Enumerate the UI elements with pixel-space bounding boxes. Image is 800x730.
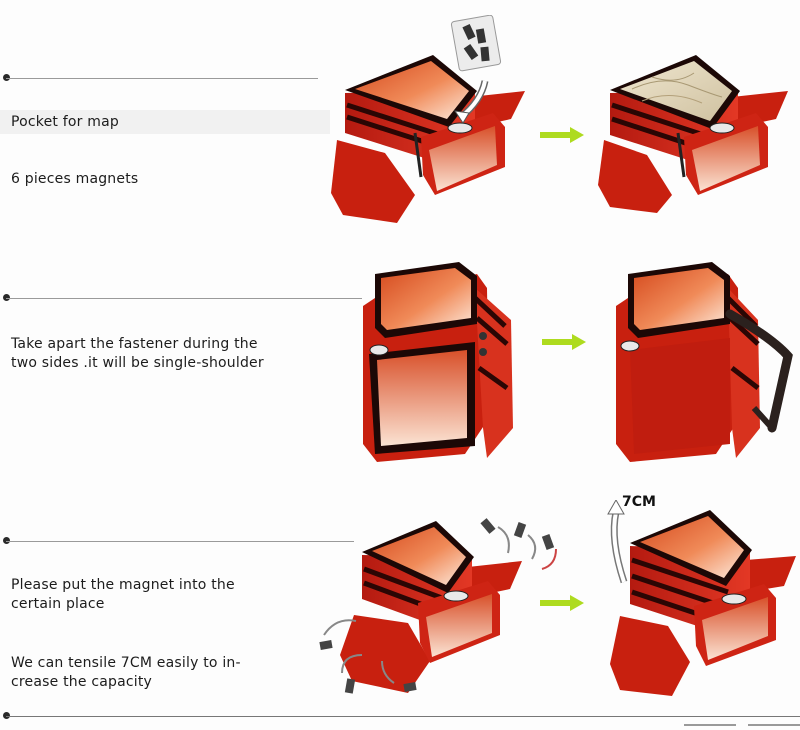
page-tab-right xyxy=(748,724,800,726)
label-7cm: 7CM xyxy=(622,494,656,510)
caption-magnets: 6 pieces magnets xyxy=(11,171,139,187)
bottom-marker xyxy=(3,712,10,719)
section-3-rule xyxy=(6,541,354,542)
section-1-marker xyxy=(3,74,10,81)
green-arrow-3-icon xyxy=(540,595,584,611)
bottom-rule xyxy=(6,716,800,717)
caption-pocket-for-map: Pocket for map xyxy=(11,114,119,130)
backpack-front-illustration xyxy=(363,262,513,462)
map-pocket-bag-illustration xyxy=(331,15,525,223)
single-shoulder-bag-illustration xyxy=(616,262,793,462)
section-2-marker xyxy=(3,294,10,301)
expanded-bag-illustration xyxy=(607,500,796,696)
caption-single-shoulder: Take apart the fastener during the two s… xyxy=(11,336,264,371)
caption-tensile-7cm: We can tensile 7CM easily to in-crease t… xyxy=(11,655,241,690)
section-1-rule xyxy=(6,78,318,79)
bag-with-map-illustration xyxy=(598,55,788,213)
green-arrow-1-icon xyxy=(540,127,584,143)
page-tab-left xyxy=(684,724,736,726)
section-3-marker xyxy=(3,537,10,544)
magnet-placement-bag-illustration xyxy=(319,518,557,694)
caption-put-magnet: Please put the magnet into the certain p… xyxy=(11,577,235,612)
green-arrow-2-icon xyxy=(542,334,586,350)
section-2-rule xyxy=(6,298,362,299)
caption-highlight xyxy=(0,110,330,134)
